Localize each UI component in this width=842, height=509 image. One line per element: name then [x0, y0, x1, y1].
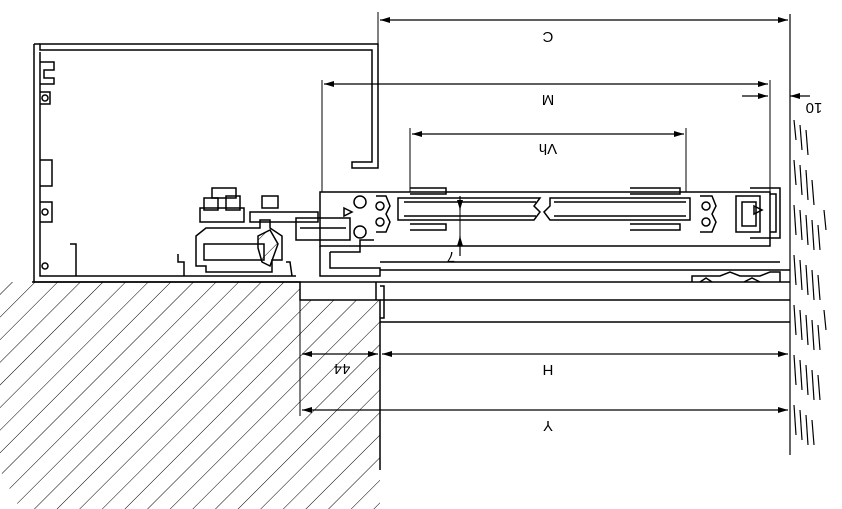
dimension-c-label: C	[542, 28, 553, 45]
guide-rails	[300, 187, 790, 323]
dimension-offset-label: 7	[447, 248, 455, 265]
dimension-lines	[302, 17, 810, 413]
dimension-y-label: Y	[543, 417, 553, 434]
jamb-hatching	[789, 14, 827, 455]
dimension-m-label: M	[542, 91, 555, 108]
bracket-assembly	[195, 187, 351, 273]
wall-section	[0, 281, 381, 509]
dimension-gap-label: 10	[806, 99, 823, 116]
dimension-vh-label: Vh	[539, 140, 557, 157]
dimension-labels: C M 10 Vh 7 44 H Y	[334, 28, 823, 434]
dimension-h-label: H	[543, 361, 554, 378]
dimension-44-label: 44	[334, 360, 351, 377]
